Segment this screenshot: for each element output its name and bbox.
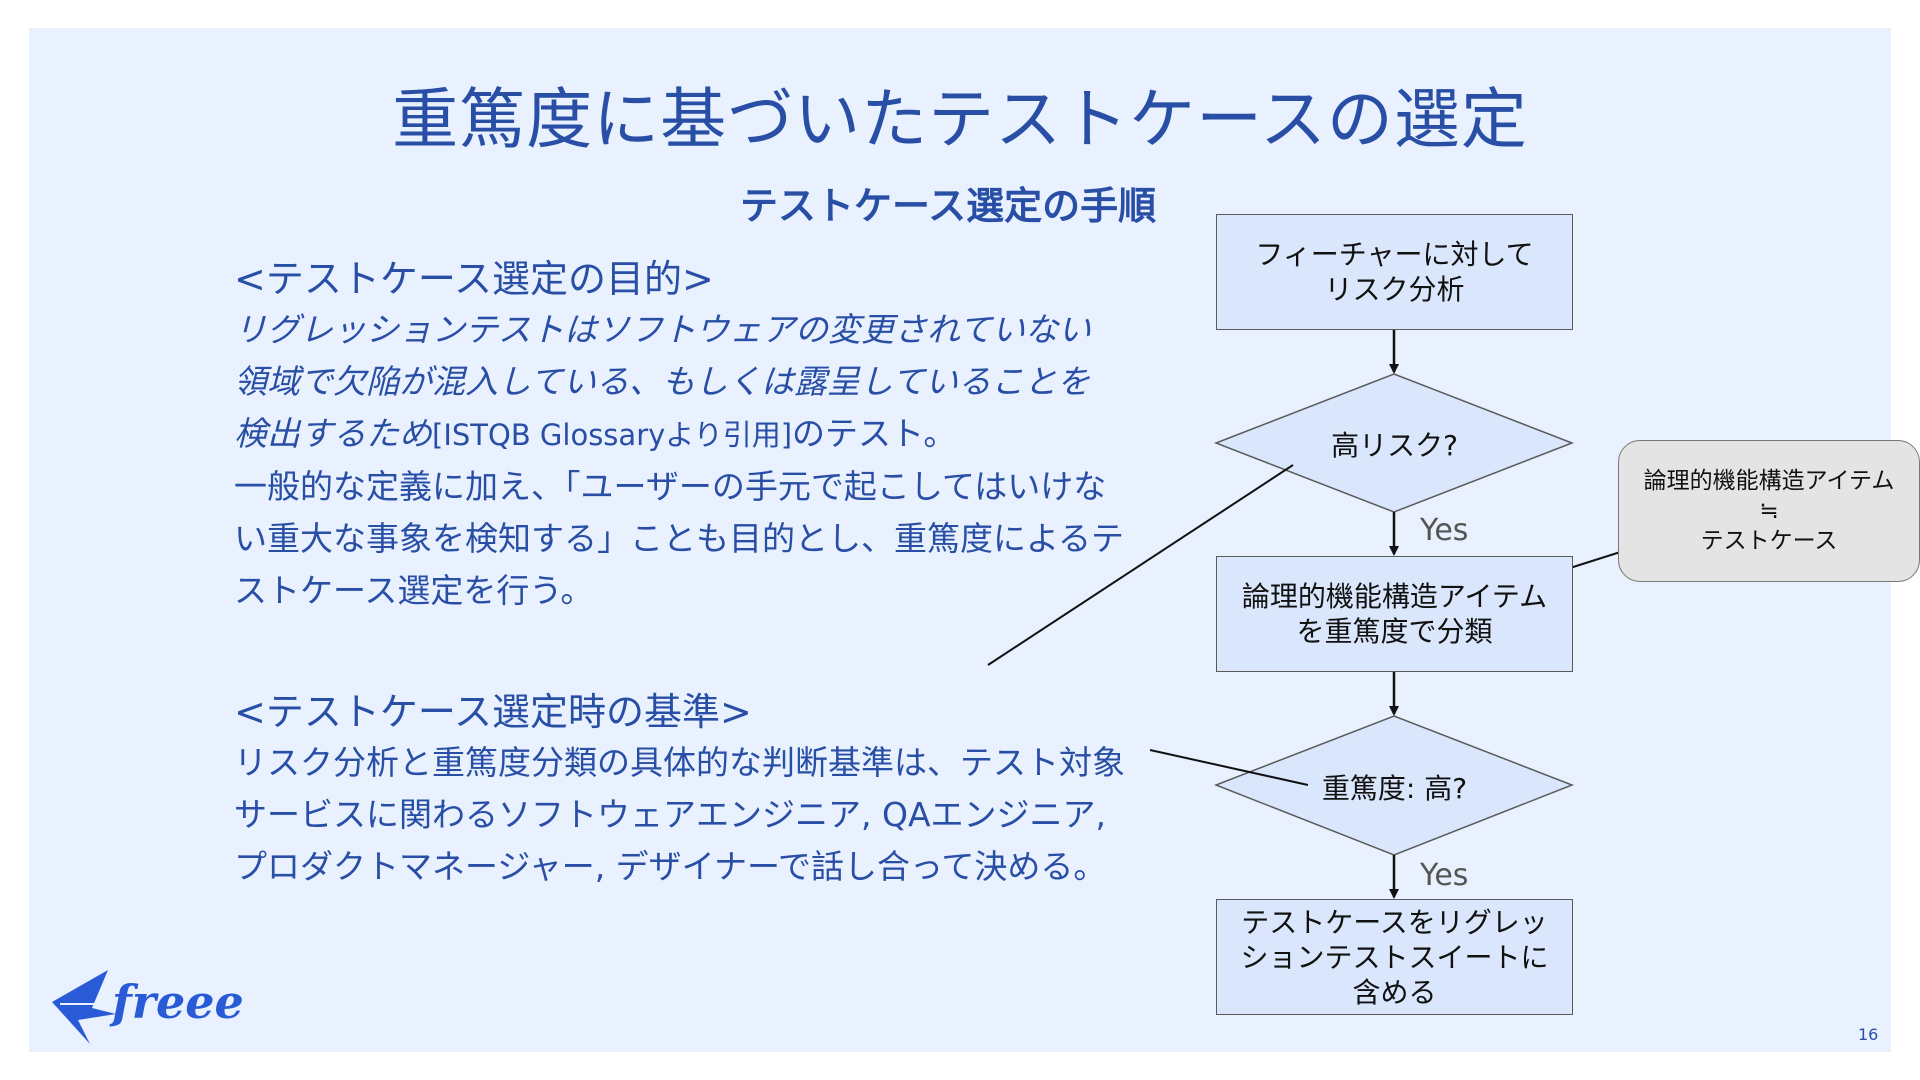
purpose-line-1: リグレッションテストはソフトウェアの変更されていない (234, 310, 1092, 349)
freee-logo-text: freee (112, 975, 244, 1029)
flowchart-subtitle: テストケース選定の手順 (740, 184, 1157, 228)
purpose-body-line-1: 一般的な定義に加え、「ユーザーの手元で起こしてはいけな (234, 467, 1107, 506)
freee-bird-icon (52, 970, 116, 1044)
purpose-line-3-italic: 検出するため (234, 414, 432, 453)
flow-step-classify-severity: 論理的機能構造アイテム を重篤度で分類 (1216, 556, 1573, 672)
istqb-citation: [ISTQB Glossaryより引用] (432, 418, 793, 452)
flow-decision-high-risk: 高リスク? (1331, 429, 1458, 462)
annotation-line-decision1 (987, 464, 1294, 666)
criteria-heading: <テストケース選定時の基準> (234, 690, 752, 734)
flow-yes-label-1: Yes (1420, 513, 1469, 548)
purpose-line-3-tail: のテスト。 (792, 414, 957, 453)
callout-line-2: ≒ (1759, 498, 1779, 524)
criteria-line-3: プロダクトマネージャー, デザイナーで話し合って決める。 (234, 847, 1107, 886)
purpose-paragraph: リグレッションテストはソフトウェアの変更されていない 領域で欠陥が混入している、… (234, 304, 1124, 617)
slide-title: 重篤度に基づいたテストケースの選定 (392, 81, 1528, 158)
purpose-body-line-3: ストケース選定を行う。 (234, 571, 594, 610)
callout-line-3: テストケース (1700, 528, 1838, 554)
callout-line-1: 論理的機能構造アイテム (1643, 468, 1895, 494)
page-number: 16 (1858, 1025, 1879, 1044)
criteria-paragraph: リスク分析と重篤度分類の具体的な判断基準は、テスト対象 サービスに関わるソフトウ… (234, 737, 1125, 893)
slide-background (29, 28, 1891, 1052)
purpose-line-3: 検出するため[ISTQB Glossaryより引用]のテスト。 (234, 408, 1124, 461)
annotation-line-decision2 (1149, 749, 1309, 786)
flow-step-risk-analysis: フィーチャーに対して リスク分析 (1216, 214, 1573, 330)
flow-step-include-regression: テストケースをリグレッ ションテストスイートに 含める (1216, 899, 1573, 1015)
flow-yes-label-2: Yes (1420, 858, 1469, 893)
purpose-line-2: 領域で欠陥が混入している、もしくは露呈していることを (234, 362, 1091, 401)
callout-note: 論理的機能構造アイテム ≒ テストケース (1618, 440, 1920, 582)
flow-decision-high-severity: 重篤度: 高? (1321, 772, 1468, 805)
purpose-body-line-2: い重大な事象を検知する」ことも目的とし、重篤度によるテ (234, 519, 1125, 558)
criteria-line-2: サービスに関わるソフトウェアエンジニア, QAエンジニア, (234, 795, 1107, 834)
criteria-line-1: リスク分析と重篤度分類の具体的な判断基準は、テスト対象 (234, 743, 1125, 782)
purpose-heading: <テストケース選定の目的> (234, 257, 714, 301)
